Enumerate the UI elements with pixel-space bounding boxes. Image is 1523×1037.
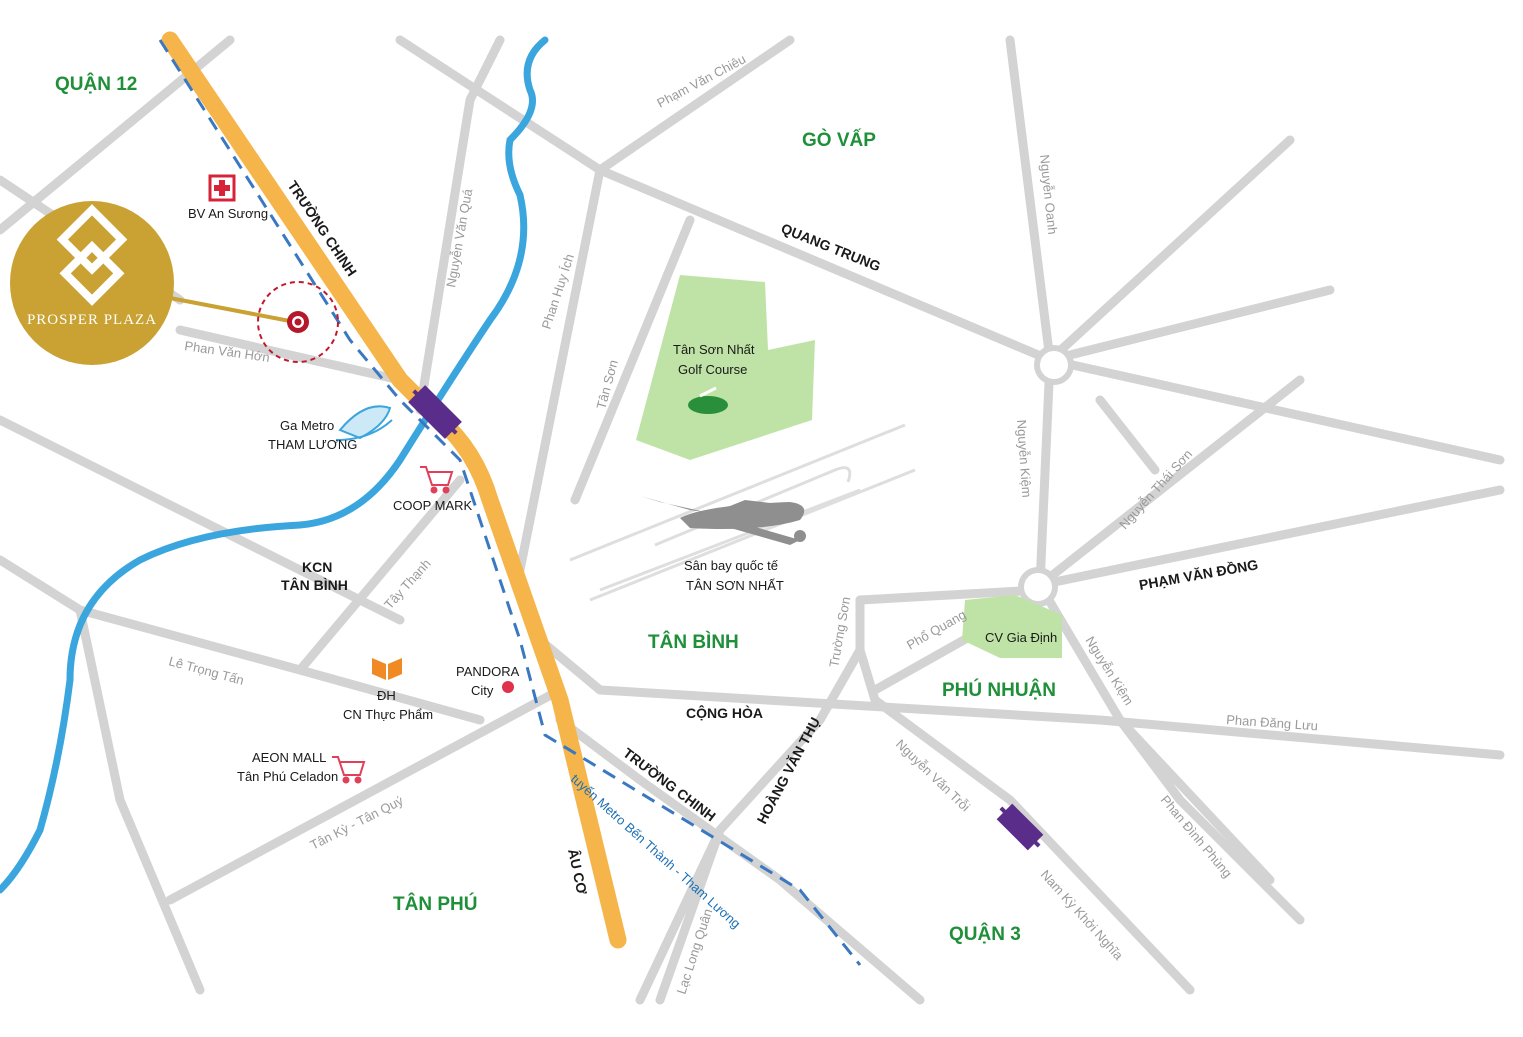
road-hoang-van-thu [635,645,865,1005]
district-quan12: QUẬN 12 [55,73,137,95]
location-marker-icon [257,281,339,363]
roundabout-north [1034,345,1074,385]
metro-station-quan3 [996,803,1044,851]
road-label-truong-son: Trường Sơn [826,595,853,668]
golf-icon [688,386,728,414]
road-label-au-co: ÂU CƠ [565,847,591,896]
metro-station-tham-luong [408,385,462,439]
poi-airport-2: TÂN SƠN NHẤT [686,578,784,593]
poi-dh-1: ĐH [377,688,396,703]
poi-ga-metro-1: Ga Metro [280,418,334,433]
poi-dh-2: CN Thực Phẩm [343,707,433,722]
road-left-vertical [75,605,205,995]
road-label-nguyen-kiem-north: Nguyễn Kiệm [1014,419,1034,498]
logo-text: PROSPER PLAZA [27,312,157,328]
metro-line [158,39,862,966]
logo-mark-icon [56,204,128,306]
golf-course-area [636,275,815,460]
district-phunhuan: PHÚ NHUẬN [942,679,1056,701]
poi-aeon-1: AEON MALL [252,750,326,765]
road-lac-long-quan [655,825,725,1005]
poi-pandora-2: City [471,683,494,698]
river [0,36,549,894]
poi-bv-an-suong: BV An Sương [188,206,268,221]
district-quan3: QUẬN 3 [949,923,1021,945]
road-thai-son-link [1095,395,1160,475]
district-govap: GÒ VẤP [802,129,876,151]
poi-golf-1: Tân Sơn Nhất [673,342,755,357]
poi-ga-metro-2: THAM LƯƠNG [268,437,357,452]
road-kcn-west [0,415,405,625]
road-label-nguyen-thai-son: Nguyễn Thái Sơn [1116,447,1195,532]
shopping-cart-icon-aeon [332,756,366,784]
road-tan-ky-tan-quy [165,685,565,905]
road-nguyen-van-qua [415,35,505,415]
road-label-nguyen-oanh: Nguyễn Oanh [1037,154,1060,235]
book-icon [372,658,402,680]
road-tan-son [570,215,695,505]
road-pham-van-dong [1035,485,1505,590]
road-phan-dinh-phung [1115,715,1275,885]
road-label-phan-dang-luu: Phan Đăng Lưu [1226,712,1319,733]
road-nguyen-kiem-north [1035,355,1055,590]
road-e-diag [1045,285,1335,365]
poi-coop-mark: COOP MARK [393,498,473,513]
road-nguyen-van-troi [870,695,1195,995]
road-phan-huy-ich [515,165,605,575]
poi-cv-gia-dinh: CV Gia Định [985,630,1057,645]
train-icon [335,405,393,441]
poi-aeon-2: Tân Phú Celadon [237,769,338,784]
district-tanbinh: TÂN BÌNH [648,631,739,653]
poi-golf-2: Golf Course [678,362,747,377]
pandora-marker-icon [502,681,514,693]
shopping-cart-icon-coop [420,466,454,494]
road-phan-van-hon [175,325,405,385]
poi-kcn-2: TÂN BÌNH [281,576,348,593]
road-pham-van-chieu [595,35,795,175]
cv-gia-dinh-area [962,595,1062,658]
poi-airport-1: Sân bay quốc tế [684,558,779,573]
road-nguyen-oanh [1005,35,1055,365]
road-nguyen-thai-son [1035,375,1305,590]
road-le-trong-tan [0,555,485,725]
poi-pandora-1: PANDORA [456,664,520,679]
road-quang-trung [395,35,1505,465]
road-ne-diag [1045,135,1295,365]
hospital-icon [208,174,236,202]
road-nguyen-kiem-south [1035,580,1305,925]
airport-runways [569,423,916,602]
roundabout-south [1018,567,1058,607]
road-label-hoang-van-thu: HOÀNG VĂN THỤ [754,715,824,827]
poi-kcn-1: KCN [302,559,332,575]
district-tanphu: TÂN PHÚ [393,893,477,915]
road-truong-chinh-south [555,715,925,1005]
road-truong-son-loop [855,585,1045,605]
secondary-roads [0,35,1505,1005]
prosper-plaza-logo: PROSPER PLAZA [10,201,296,365]
road-label-le-trong-tan: Lê Trọng Tấn [167,653,245,687]
airplane-icon [640,496,806,545]
road-cong-hoa [535,635,1505,760]
road-tay-thanh [295,475,465,675]
road-label-cong-hoa: CỘNG HÒA [686,704,763,721]
